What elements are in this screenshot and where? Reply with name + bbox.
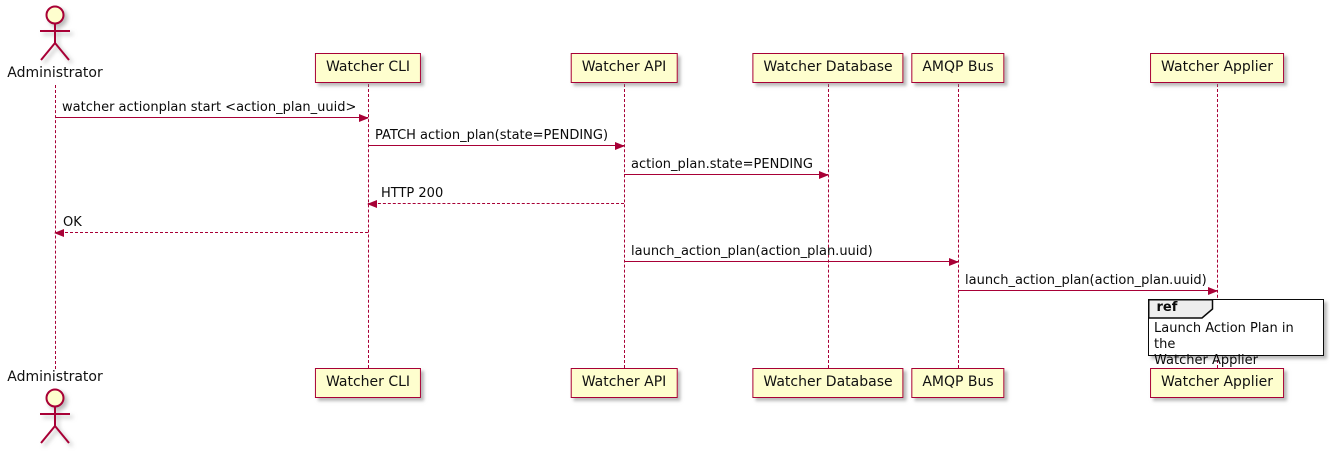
ref-text: Launch Action Plan in the Watcher Applie… [1154, 321, 1294, 368]
arrowhead-left-icon [54, 229, 64, 237]
participant-watcher-applier-bottom: Watcher Applier [1150, 368, 1284, 398]
arrowhead-right-icon [819, 171, 829, 179]
ref-keyword: ref [1156, 299, 1178, 315]
actor-icon [40, 5, 70, 61]
arrowhead-right-icon [949, 258, 959, 266]
participant-watcher-database-top: Watcher Database [752, 53, 904, 83]
participant-watcher-api-top: Watcher API [570, 53, 678, 83]
message-line [55, 117, 368, 118]
ref-fragment: ref Launch Action Plan in the Watcher Ap… [1147, 298, 1324, 368]
message-line [624, 174, 828, 175]
arrowhead-right-icon [359, 114, 369, 122]
message-label: HTTP 200 [381, 186, 444, 201]
message-label: action_plan.state=PENDING [631, 157, 813, 172]
message-label: watcher actionplan start <action_plan_uu… [62, 100, 357, 115]
message-label: PATCH action_plan(state=PENDING) [375, 128, 609, 143]
message-start-actionplan: watcher actionplan start <action_plan_uu… [55, 99, 369, 122]
message-line [368, 145, 624, 146]
actor-label-top: Administrator [7, 65, 103, 81]
lifeline-administrator [55, 85, 56, 369]
message-line [958, 290, 1217, 291]
lifeline-watcher-cli [368, 84, 369, 368]
participant-watcher-applier-top: Watcher Applier [1150, 53, 1284, 83]
message-http-200: HTTP 200 [367, 185, 624, 208]
arrowhead-left-icon [367, 200, 377, 208]
message-label: OK [63, 215, 82, 230]
lifeline-watcher-api [624, 84, 625, 368]
participant-watcher-database-bottom: Watcher Database [752, 368, 904, 398]
actor-label-bottom: Administrator [7, 369, 103, 385]
message-label: launch_action_plan(action_plan.uuid) [965, 273, 1207, 288]
actor-icon [40, 388, 70, 444]
message-launch-action-plan-applier: launch_action_plan(action_plan.uuid) [958, 272, 1218, 295]
message-line [55, 232, 368, 233]
participant-watcher-cli-top: Watcher CLI [314, 53, 422, 83]
message-line [624, 261, 958, 262]
message-state-pending: action_plan.state=PENDING [624, 156, 829, 179]
participant-amqp-bus-bottom: AMQP Bus [911, 368, 1005, 398]
participant-amqp-bus-top: AMQP Bus [911, 53, 1005, 83]
message-launch-action-plan-amqp: launch_action_plan(action_plan.uuid) [624, 243, 959, 266]
participant-watcher-cli-bottom: Watcher CLI [314, 368, 422, 398]
participant-watcher-api-bottom: Watcher API [570, 368, 678, 398]
lifeline-watcher-applier [1217, 84, 1218, 368]
lifeline-amqp-bus [958, 84, 959, 368]
arrowhead-right-icon [615, 142, 625, 150]
arrowhead-right-icon [1208, 287, 1218, 295]
message-line [368, 203, 624, 204]
message-patch-action-plan: PATCH action_plan(state=PENDING) [368, 127, 625, 150]
message-ok: OK [54, 214, 368, 237]
ref-tab: ref [1147, 298, 1214, 319]
message-label: launch_action_plan(action_plan.uuid) [631, 244, 873, 259]
lifeline-watcher-database [828, 84, 829, 368]
